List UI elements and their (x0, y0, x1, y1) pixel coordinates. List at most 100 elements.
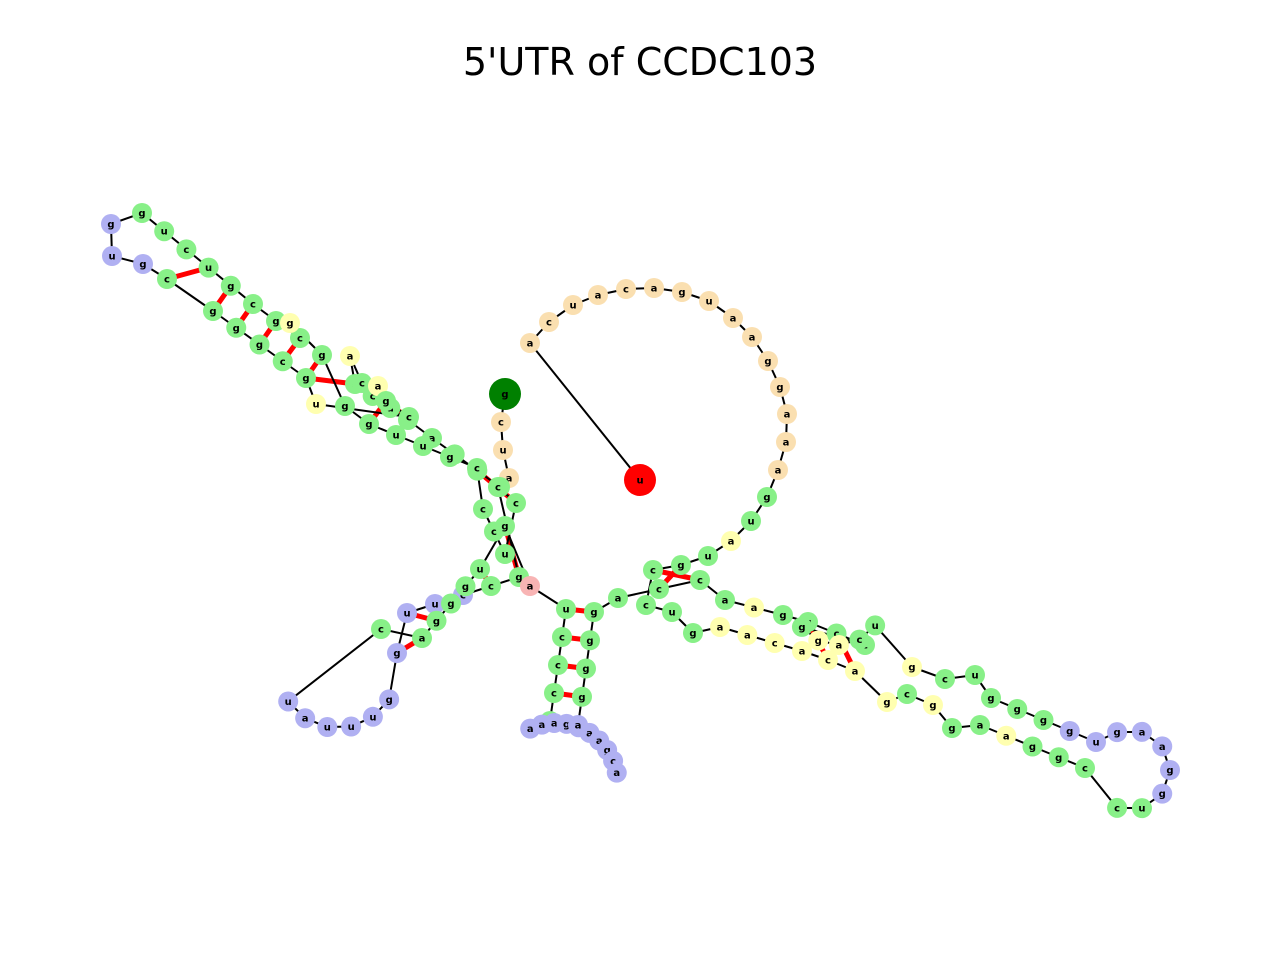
nucleotide: g (296, 368, 316, 388)
nucleotide: u (413, 436, 433, 456)
nucleotide: c (935, 669, 955, 689)
nucleotide: g (359, 414, 379, 434)
nucleotide-base-label: u (1138, 804, 1145, 815)
nucleotide-marker (306, 394, 326, 414)
nucleotide-marker (371, 619, 391, 639)
nucleotide-base-label: g (779, 611, 786, 622)
nucleotide-base-label: a (722, 596, 729, 607)
nucleotide-marker (176, 239, 197, 260)
nucleotide-marker (506, 493, 526, 513)
nucleotide-marker (495, 516, 515, 536)
nucleotide-marker (397, 603, 417, 623)
nucleotide: g (773, 605, 793, 625)
nucleotide: g (455, 576, 476, 597)
nucleotide-marker (495, 544, 515, 564)
nucleotide-marker (662, 602, 682, 622)
nucleotide-marker (981, 688, 1001, 708)
nucleotide-marker (1007, 699, 1028, 719)
nucleotide-base-label: g (1014, 705, 1021, 716)
nucleotide-base-label: c (825, 656, 831, 667)
start-nucleotide: g (489, 378, 521, 410)
nucleotide: g (1033, 710, 1054, 730)
nucleotide-base-label: g (1029, 742, 1036, 753)
nucleotide: g (584, 602, 604, 622)
nucleotide: u (470, 559, 490, 579)
nucleotide: g (133, 254, 153, 274)
nucleotide-marker (220, 275, 241, 296)
nucleotide-base-label: a (1139, 727, 1146, 738)
nucleotide: u (865, 615, 886, 636)
nucleotide-base-label: g (677, 561, 684, 572)
nucleotide-marker (272, 351, 293, 372)
nucleotide-marker (352, 373, 372, 393)
nucleotide: a (568, 715, 588, 735)
nucleotide-base-label: a (615, 594, 622, 605)
nucleotide: c (488, 477, 508, 497)
nucleotide: u (386, 425, 406, 445)
nucleotide-base-label: g (1159, 789, 1166, 800)
nucleotide-marker (473, 499, 493, 519)
nucleotide: u (493, 440, 513, 460)
nucleotide-marker (742, 327, 762, 347)
backbone-segment (287, 628, 382, 703)
nucleotide: a (644, 278, 664, 298)
nucleotide-base-label: c (495, 483, 501, 494)
nucleotide-marker (865, 615, 886, 636)
nucleotide: a (588, 285, 608, 305)
nucleotide-marker (544, 683, 564, 703)
nucleotide-marker (1059, 721, 1080, 741)
nucleotide-base-label: c (498, 418, 504, 429)
nucleotide-base-label: c (370, 392, 376, 403)
nucleotide: c (243, 294, 263, 314)
nucleotide-base-label: g (582, 664, 589, 675)
nucleotide: c (636, 595, 656, 615)
nucleotide-base-label: c (474, 464, 480, 475)
nucleotide: c (473, 499, 493, 519)
nucleotide-marker (897, 684, 917, 704)
nucleotide-marker (317, 717, 338, 738)
nucleotide: a (710, 617, 730, 637)
nucleotide-marker (520, 333, 540, 353)
nucleotide-base-label: a (595, 291, 602, 302)
nucleotide: a (723, 308, 743, 328)
nucleotide-marker (440, 447, 460, 467)
nucleotide-base-label: g (1113, 728, 1120, 739)
nucleotide: g (226, 317, 247, 338)
nucleotide-marker (290, 328, 310, 348)
nucleotide-base-label: a (613, 768, 620, 779)
nucleotide: c (506, 493, 526, 513)
nucleotide-marker (690, 570, 710, 590)
nucleotide-base-label: g (318, 351, 325, 362)
nucleotide-marker (715, 590, 735, 610)
nucleotide-base-label: c (904, 690, 910, 701)
nucleotide-base-label: g (586, 636, 593, 647)
nucleotide-marker (1107, 722, 1128, 743)
nucleotide-marker (671, 555, 691, 575)
nucleotide: c (548, 655, 568, 675)
nucleotide-marker (489, 378, 521, 410)
nucleotide-base-label: a (836, 640, 843, 651)
nucleotide: c (616, 279, 636, 299)
nucleotide-base-label: c (460, 591, 466, 602)
nucleotide: g (379, 689, 400, 710)
nucleotide: c (544, 683, 564, 703)
nucleotide-marker (481, 576, 501, 596)
nucleotide: u (563, 295, 583, 315)
nucleotide-base-label: g (227, 281, 234, 292)
nucleotide: a (295, 708, 316, 729)
nucleotide-base-label: g (1166, 766, 1173, 777)
nucleotide: u (397, 603, 417, 623)
nucleotide: a (742, 327, 762, 347)
nucleotide-marker (425, 594, 445, 614)
nucleotide-marker (280, 313, 300, 333)
nucleotide-base-label: a (527, 724, 534, 735)
nucleotide: g (387, 643, 407, 663)
nucleotide-base-label: c (623, 285, 629, 296)
nucleotide-marker (386, 425, 406, 445)
nucleotide-marker (965, 665, 985, 685)
nucleotide: u (317, 717, 338, 738)
nucleotide-base-label: a (506, 474, 513, 485)
nucleotide: g (1007, 699, 1028, 719)
nucleotide-base-label: u (747, 517, 754, 528)
